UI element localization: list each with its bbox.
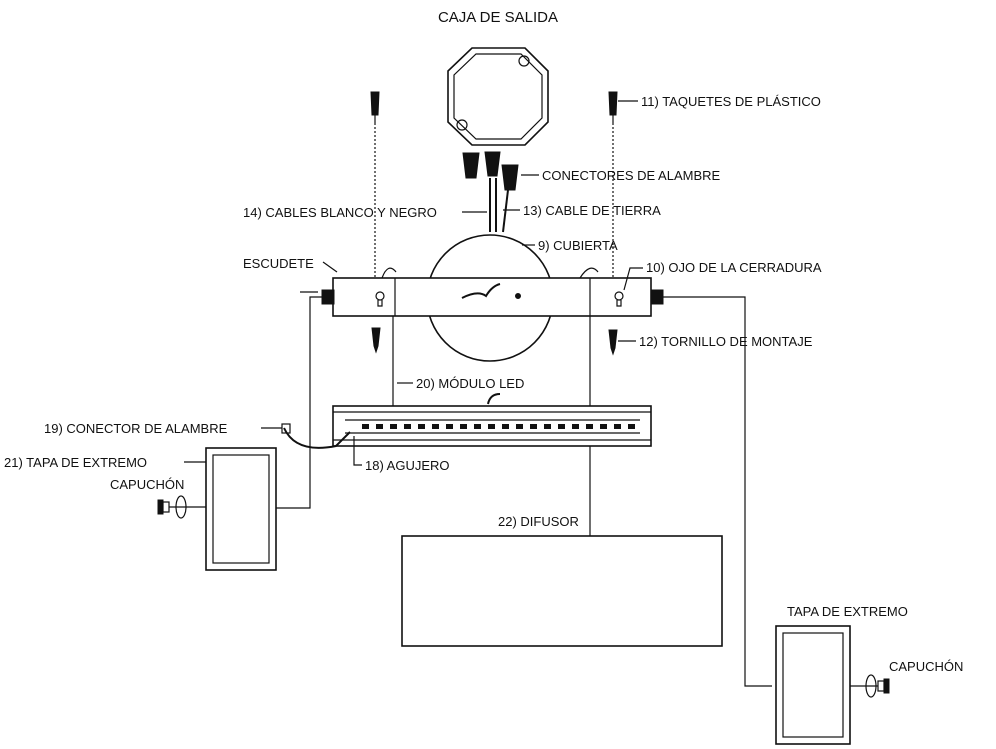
led-chip — [530, 424, 537, 429]
label-keyhole: 10) OJO DE LA CERRADURA — [646, 260, 822, 275]
plastic-anchor-left-icon — [370, 91, 380, 123]
wire-routing — [272, 296, 772, 687]
mounting-bracket — [321, 267, 664, 317]
label-wire-connectors: CONECTORES DE ALAMBRE — [542, 168, 721, 183]
label-cap-left: CAPUCHÓN — [110, 477, 184, 492]
keyhole-right-icon — [614, 291, 624, 307]
led-chip — [572, 424, 579, 429]
wire-connectors-icon — [462, 151, 519, 191]
led-chip — [502, 424, 509, 429]
end-cap-right — [775, 625, 851, 745]
diagram-title: CAJA DE SALIDA — [438, 9, 558, 26]
led-chip — [376, 424, 383, 429]
mounting-screw-right-icon — [608, 329, 618, 356]
keyhole-left-icon — [375, 291, 385, 307]
label-mounting-screw: 12) TORNILLO DE MONTAJE — [639, 334, 813, 349]
end-cap-left — [205, 447, 277, 571]
label-white-black-wires: 14) CABLES BLANCO Y NEGRO — [243, 205, 437, 220]
led-chip — [488, 424, 495, 429]
led-chip — [628, 424, 635, 429]
mounting-screw-left-icon — [371, 327, 381, 354]
label-bracket: ESCUDETE — [243, 256, 314, 271]
cap-right-icon — [850, 674, 890, 698]
label-hole: 18) AGUJERO — [365, 458, 450, 473]
label-plastic-anchors: 11) TAQUETES DE PLÁSTICO — [641, 94, 821, 109]
led-chip — [558, 424, 565, 429]
label-end-cap-right: TAPA DE EXTREMO — [787, 604, 908, 619]
label-cover: 9) CUBIERTA — [538, 238, 618, 253]
led-chip — [614, 424, 621, 429]
label-ground-wire: 13) CABLE DE TIERRA — [523, 203, 661, 218]
label-cap-right: CAPUCHÓN — [889, 659, 963, 674]
label-end-cap-left: 21) TAPA DE EXTREMO — [4, 455, 147, 470]
led-chip — [362, 424, 369, 429]
led-chip — [432, 424, 439, 429]
led-chip — [446, 424, 453, 429]
led-chip — [544, 424, 551, 429]
label-diffuser: 22) DIFUSOR — [498, 514, 579, 529]
led-chip — [600, 424, 607, 429]
led-chip — [404, 424, 411, 429]
outlet-box — [447, 47, 549, 146]
plastic-anchor-right-icon — [608, 91, 618, 123]
cap-left-icon — [157, 495, 206, 519]
led-chip — [474, 424, 481, 429]
led-chip — [460, 424, 467, 429]
led-chip — [418, 424, 425, 429]
label-led-module: 20) MÓDULO LED — [416, 376, 524, 391]
label-wire-connector: 19) CONECTOR DE ALAMBRE — [44, 421, 228, 436]
led-chip — [586, 424, 593, 429]
diffuser — [401, 535, 723, 647]
led-chip — [390, 424, 397, 429]
led-chip — [516, 424, 523, 429]
led-module — [332, 393, 652, 447]
leader-lines — [184, 100, 643, 466]
wires — [489, 178, 509, 233]
